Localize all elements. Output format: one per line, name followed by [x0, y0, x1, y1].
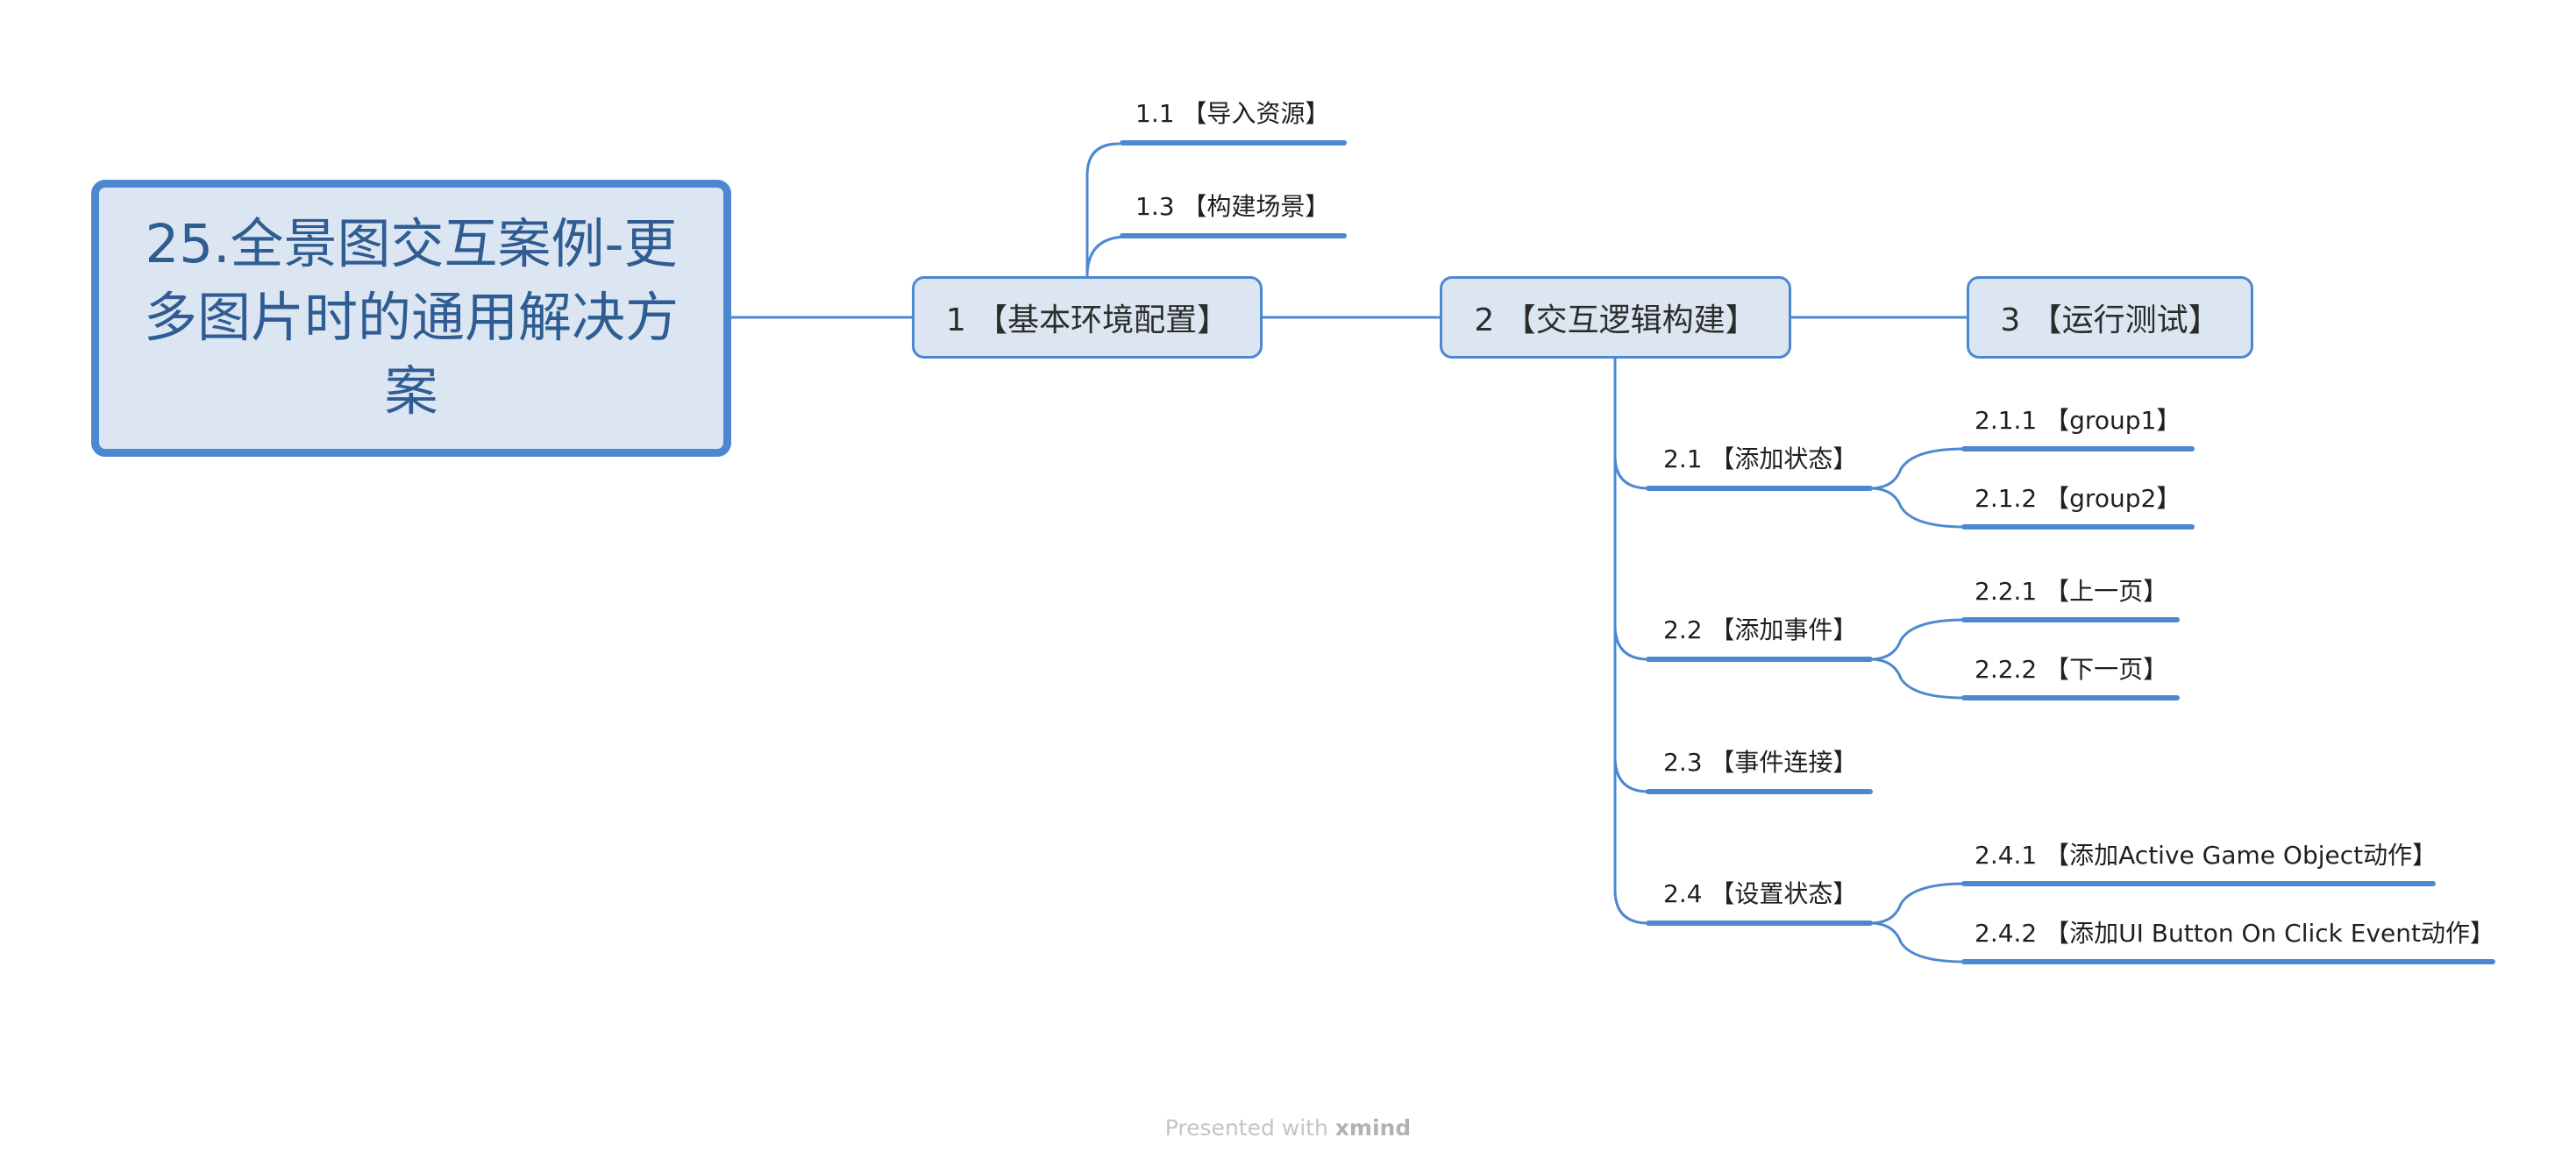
main-topic-3[interactable]: 3 【运行测试】: [1967, 276, 2253, 359]
presented-with-footer: Presented with xmind: [0, 1115, 2576, 1141]
root-topic[interactable]: 25.全景图交互案例-更多图片时的通用解决方案: [91, 180, 731, 457]
subtopic-2-4[interactable]: 2.4 【设置状态】: [1663, 879, 1858, 908]
connector-topic2-to-2-4: [1613, 888, 1650, 925]
main-topic-2[interactable]: 2 【交互逻辑构建】: [1440, 276, 1791, 359]
connector-2-4-to-2-4-1: [1868, 882, 1966, 925]
connector-topic2-to-2-3: [1613, 755, 1650, 793]
subtopic-2-2[interactable]: 2.2 【添加事件】: [1663, 615, 1858, 644]
subtopic-2-3[interactable]: 2.3 【事件连接】: [1663, 748, 1858, 777]
root-topic-label: 25.全景图交互案例-更多图片时的通用解决方案: [143, 213, 679, 423]
main-topic-2-label: 2 【交互逻辑构建】: [1474, 302, 1757, 338]
subtopic-1-3[interactable]: 1.3 【构建场景】: [1135, 192, 1330, 221]
subtopic-2-2-2[interactable]: 2.2.2 【下一页】: [1975, 655, 2168, 684]
subtopic-2-1[interactable]: 2.1 【添加状态】: [1663, 444, 1858, 473]
connector-2-4-to-2-4-2: [1868, 921, 1966, 963]
connector-2-2-to-2-2-1: [1868, 618, 1966, 661]
connector-topic1-to-1-1: [1085, 142, 1121, 278]
xmind-logo: xmind: [1334, 1115, 1412, 1141]
connector-2-2-to-2-2-2: [1868, 658, 1966, 700]
subtopic-1-1[interactable]: 1.1 【导入资源】: [1135, 99, 1330, 128]
footer-prefix: Presented with: [1164, 1115, 1328, 1141]
main-topic-1[interactable]: 1 【基本环境配置】: [912, 276, 1263, 359]
connector-2-1-to-2-1-1: [1868, 447, 1966, 490]
subtopic-2-1-1[interactable]: 2.1.1 【group1】: [1975, 406, 2181, 435]
subtopic-2-2-1[interactable]: 2.2.1 【上一页】: [1975, 577, 2168, 606]
connector-2-1-to-2-1-2: [1868, 487, 1966, 529]
subtopic-2-4-1[interactable]: 2.4.1 【添加Active Game Object动作】: [1975, 841, 2437, 870]
main-topic-3-label: 3 【运行测试】: [2000, 302, 2220, 338]
subtopic-2-4-2[interactable]: 2.4.2 【添加UI Button On Click Event动作】: [1975, 919, 2495, 948]
main-topic-1-label: 1 【基本环境配置】: [945, 302, 1229, 338]
connector-topic2-to-2-2: [1613, 623, 1650, 661]
connector-topic1-to-1-3: [1085, 235, 1129, 278]
subtopic-2-1-2[interactable]: 2.1.2 【group2】: [1975, 484, 2181, 513]
connector-topic2-to-2-1: [1613, 454, 1650, 490]
